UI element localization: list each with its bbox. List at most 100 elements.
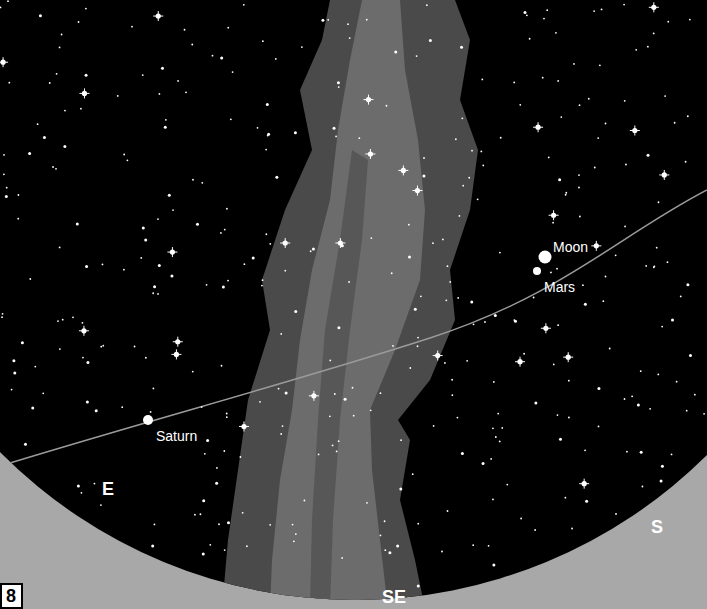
star	[645, 265, 647, 267]
star	[694, 394, 696, 396]
star	[80, 108, 82, 110]
star	[18, 194, 20, 196]
star	[59, 47, 61, 49]
star	[433, 425, 435, 427]
star-field	[0, 0, 705, 587]
star	[400, 439, 402, 441]
star	[560, 116, 562, 118]
star	[490, 458, 492, 460]
star	[526, 14, 528, 16]
star	[85, 8, 87, 10]
star	[637, 404, 640, 407]
star	[242, 512, 244, 514]
star	[333, 127, 336, 130]
star	[689, 19, 691, 21]
star	[52, 166, 54, 168]
star	[39, 14, 42, 17]
star	[423, 157, 425, 159]
star	[578, 174, 580, 176]
star	[223, 450, 225, 452]
figure-number-box: 8	[0, 583, 23, 609]
star	[499, 441, 501, 443]
star	[285, 391, 288, 394]
star	[588, 98, 590, 100]
star	[482, 462, 485, 465]
star	[384, 549, 386, 551]
star	[366, 19, 368, 21]
star	[466, 360, 468, 362]
star	[471, 150, 473, 152]
star	[597, 137, 599, 139]
star-spike	[579, 479, 589, 489]
star	[658, 201, 660, 203]
star	[28, 152, 31, 155]
star-spike	[153, 11, 163, 21]
star	[59, 246, 61, 248]
star	[605, 123, 607, 125]
star	[506, 484, 508, 486]
star	[243, 4, 245, 6]
star	[220, 232, 222, 234]
star	[212, 55, 214, 57]
star	[215, 482, 218, 485]
star	[358, 137, 360, 139]
star	[332, 444, 334, 446]
star-spike	[549, 210, 559, 220]
star	[445, 299, 447, 301]
star	[152, 388, 154, 390]
star	[269, 243, 271, 245]
star	[409, 367, 411, 369]
star	[312, 248, 315, 251]
star	[615, 513, 617, 515]
star	[202, 499, 205, 502]
star	[441, 551, 443, 553]
star	[165, 119, 167, 121]
star	[585, 500, 588, 503]
star	[661, 326, 663, 328]
star	[416, 55, 418, 57]
star	[2, 313, 4, 315]
star-spike	[280, 238, 290, 248]
star	[338, 440, 340, 442]
compass-direction: S	[651, 518, 663, 538]
star	[262, 40, 264, 42]
star	[77, 484, 80, 487]
star	[408, 224, 410, 226]
star	[492, 427, 494, 429]
star	[232, 71, 234, 73]
star	[224, 229, 226, 231]
star	[95, 409, 98, 412]
star	[534, 529, 536, 531]
star	[348, 281, 350, 283]
planet-label: Mars	[544, 280, 575, 295]
star	[177, 80, 179, 82]
star	[501, 427, 503, 429]
star	[100, 346, 102, 348]
star	[473, 323, 475, 325]
star	[295, 533, 297, 535]
star	[121, 406, 123, 408]
star	[442, 239, 444, 241]
star	[82, 322, 84, 324]
star	[523, 353, 525, 355]
star-spike	[167, 247, 177, 257]
saturn-dot	[143, 415, 153, 425]
dark-rift	[310, 150, 368, 609]
star	[8, 82, 10, 84]
star	[568, 417, 570, 419]
star-spike	[398, 165, 408, 175]
star	[493, 381, 495, 383]
star	[557, 324, 559, 326]
star	[687, 115, 689, 117]
star-spike	[541, 323, 551, 333]
star	[144, 239, 147, 242]
star	[647, 46, 649, 48]
star	[157, 293, 159, 295]
star	[194, 514, 196, 516]
star	[158, 264, 161, 267]
star	[584, 449, 586, 451]
star	[123, 269, 125, 271]
star	[218, 523, 220, 525]
star	[534, 401, 537, 404]
star	[459, 215, 461, 217]
